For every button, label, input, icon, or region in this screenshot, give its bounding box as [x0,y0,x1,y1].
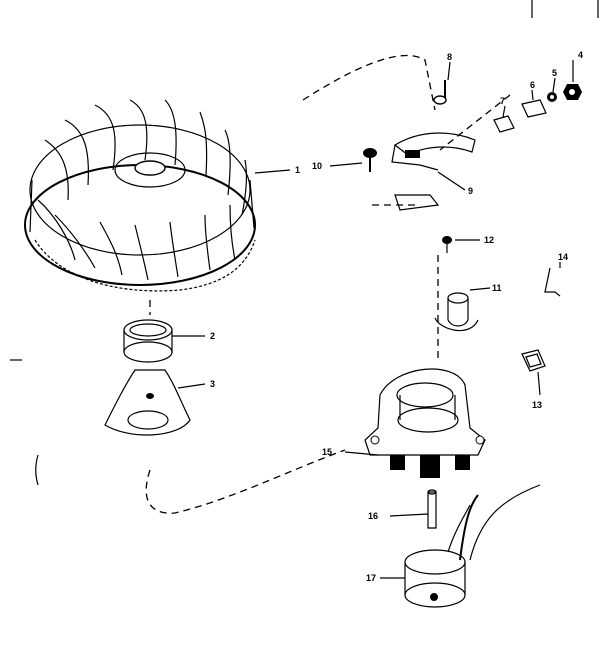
spring-clip [544,267,561,297]
label-part-14: 14 [558,252,568,262]
screw-small [442,236,452,253]
nut [563,84,582,100]
flywheel [24,99,256,292]
bracket [391,132,476,211]
label-part-11: 11 [492,283,502,293]
border-marks [531,0,599,18]
label-part-6: 6 [530,80,535,90]
label-part-13: 13 [532,400,542,410]
label-part-7: 7 [500,96,505,106]
label-part-8: 8 [447,52,452,62]
coil [404,484,541,608]
screw-top [433,80,447,105]
label-part-17: 17 [366,573,376,583]
terminal-plate [521,99,547,118]
condenser [434,292,479,332]
label-part-15: 15 [322,447,332,457]
label-part-1: 1 [295,165,300,175]
stray-mark [35,454,39,486]
clip [521,349,546,372]
leader-lines [172,60,574,579]
bushing [123,319,173,363]
mounting-plate [104,369,191,436]
assembly-line-top [302,55,436,111]
label-part-12: 12 [484,235,494,245]
part-labels: 1 2 3 4 5 6 7 8 9 10 11 12 13 14 15 16 1… [210,50,583,583]
label-part-10: 10 [312,161,322,171]
label-part-3: 3 [210,379,215,389]
insulator [493,115,515,133]
pin [427,489,437,529]
label-part-16: 16 [368,511,378,521]
assembly-line-washer [439,94,511,151]
lock-washer [547,92,557,102]
stator-housing [364,368,486,478]
label-part-2: 2 [210,331,215,341]
label-part-9: 9 [468,186,473,196]
screw-left [363,148,377,172]
assembly-line-bottom [145,449,346,514]
label-part-4: 4 [578,50,583,60]
label-part-5: 5 [552,68,557,78]
